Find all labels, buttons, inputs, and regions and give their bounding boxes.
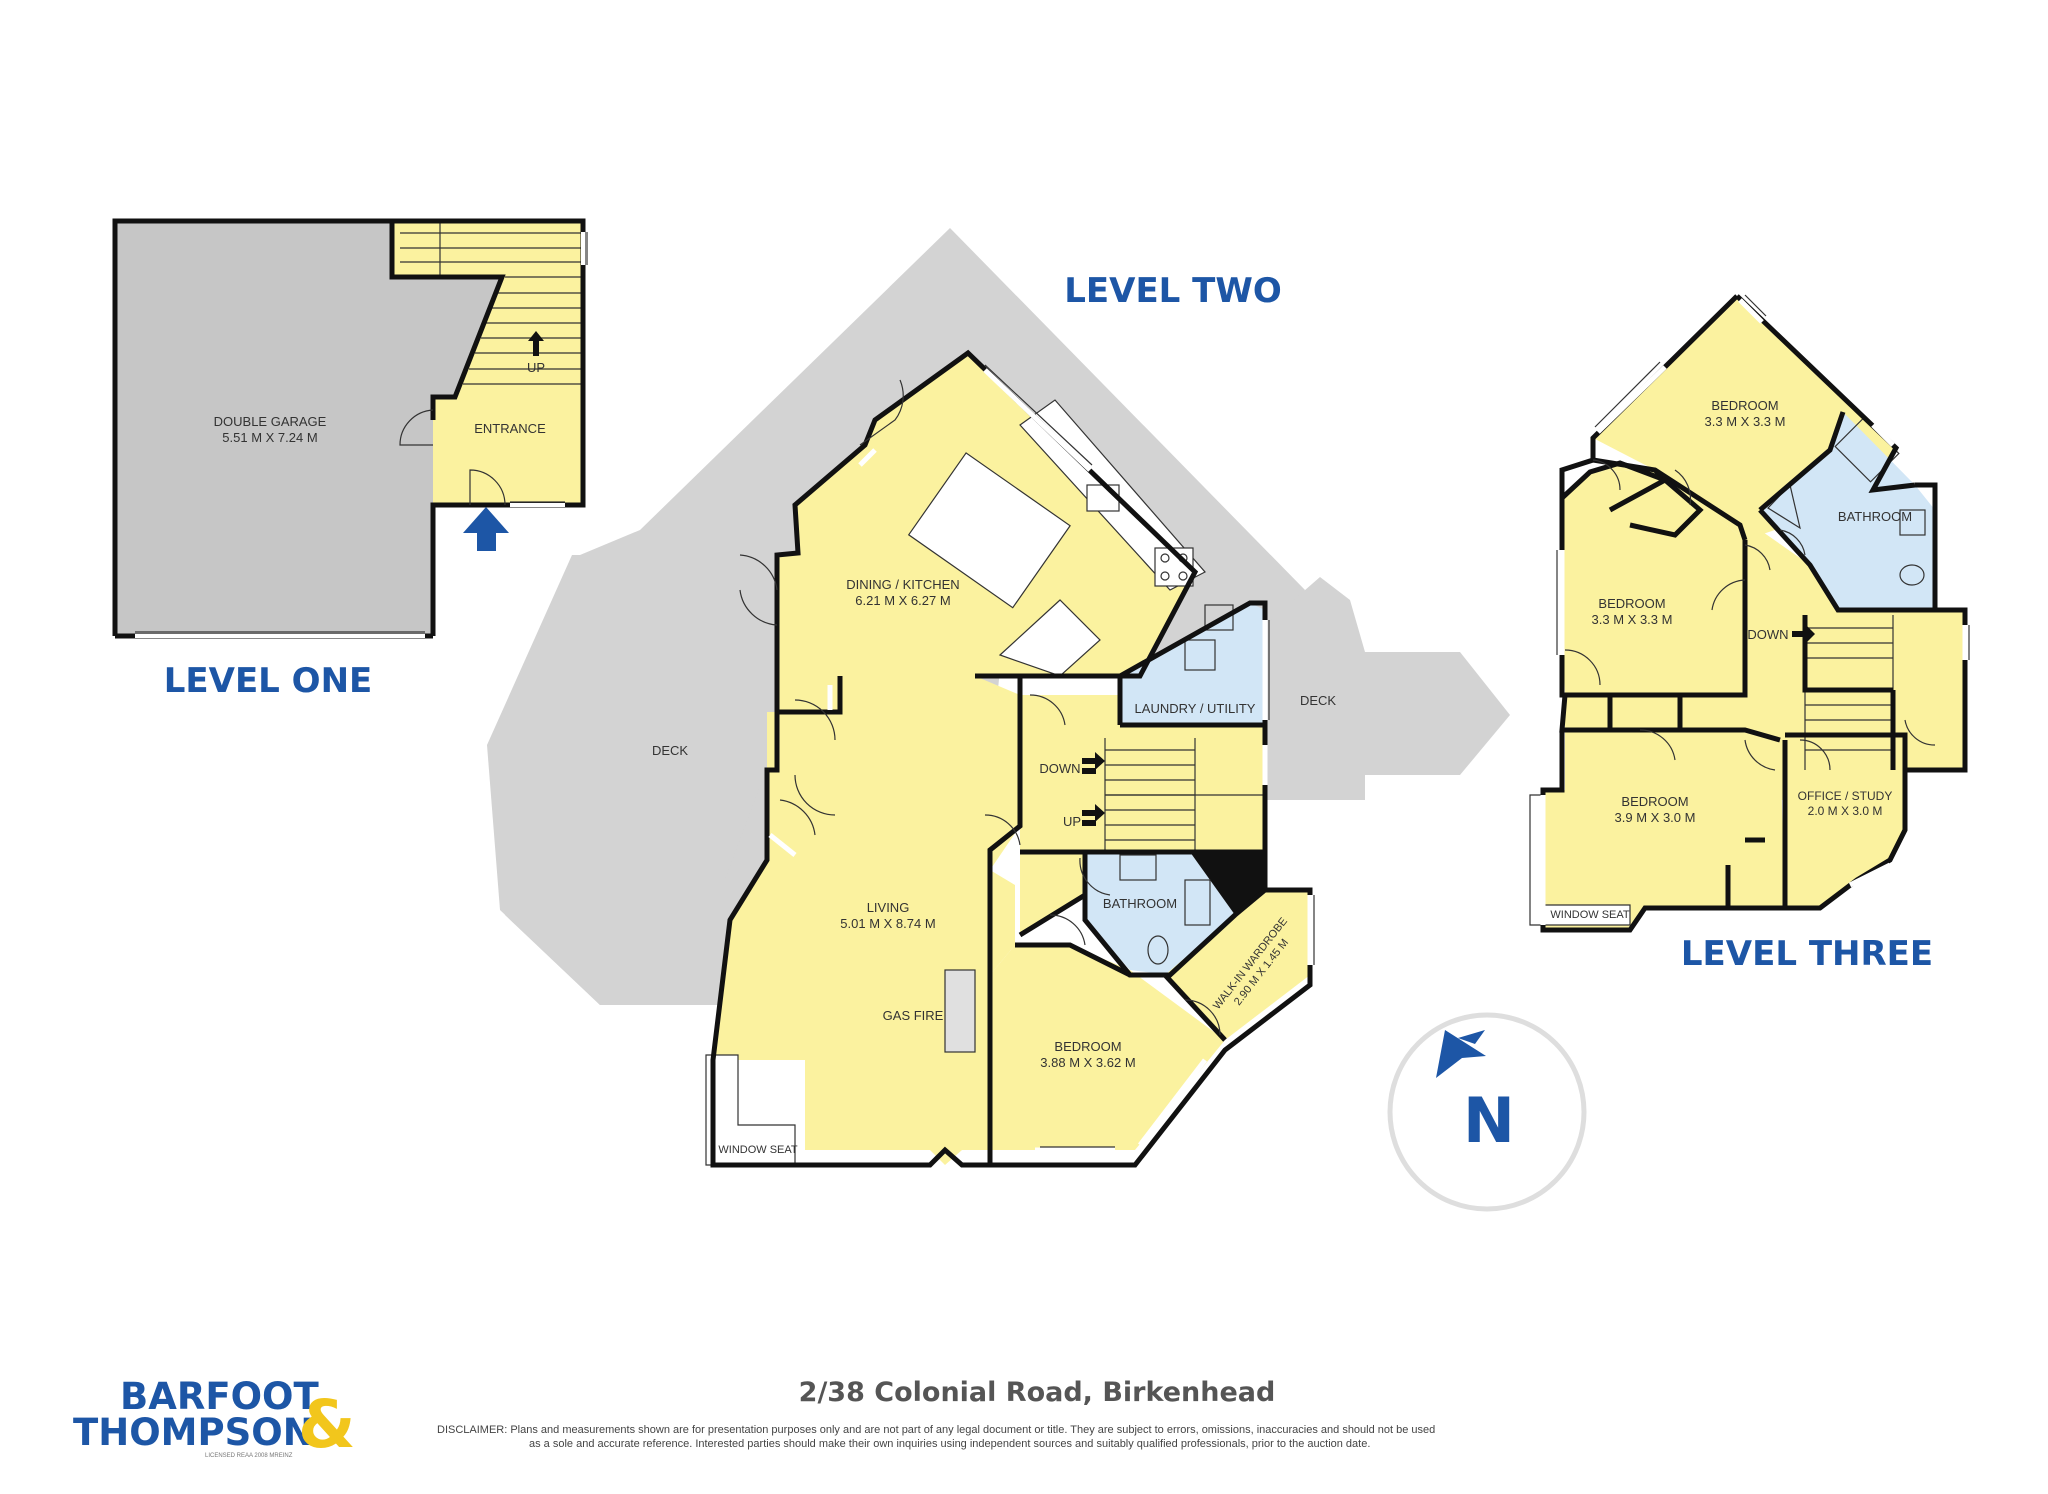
level-three-plan: BEDROOM 3.3 M X 3.3 M BATHROOM BEDROOM 3… xyxy=(1529,294,1970,974)
address: 2/38 Colonial Road, Birkenhead xyxy=(799,1377,1276,1408)
stair-down-arrow-l3-icon xyxy=(1792,624,1815,644)
deck-east-label: DECK xyxy=(1300,693,1336,708)
window-seat-label-l3: WINDOW SEAT xyxy=(1550,909,1630,921)
gas-fire-label: GAS FIRE xyxy=(883,1008,944,1023)
stair-void xyxy=(1190,852,1265,915)
level-two-stairs xyxy=(1104,738,1265,852)
laundry-label: LAUNDRY / UTILITY xyxy=(1135,701,1256,716)
compass: N xyxy=(1387,1012,1587,1212)
stair-down-arrow-icon xyxy=(1082,752,1105,774)
bedroom-2-room xyxy=(1562,470,1745,695)
disclaimer-line-1: DISCLAIMER: Plans and measurements shown… xyxy=(437,1424,1435,1436)
double-garage-room xyxy=(115,221,502,636)
deck-west-label: DECK xyxy=(652,743,688,758)
stair-up-arrow-l2-icon xyxy=(1082,804,1105,826)
double-garage-name: DOUBLE GARAGE xyxy=(214,414,327,429)
compass-letter: N xyxy=(1463,1084,1515,1157)
level-two-plan: DINING / KITCHEN 6.21 M X 6.27 M LIVING … xyxy=(487,228,1510,1168)
dining-kitchen-size: 6.21 M X 6.27 M xyxy=(855,593,950,608)
level-three-title: LEVEL THREE xyxy=(1681,934,1933,974)
brand-line-2: THOMPSON xyxy=(73,1411,314,1454)
deck-east xyxy=(1265,577,1510,800)
office-study-size: 2.0 M X 3.0 M xyxy=(1808,804,1883,818)
office-study-room xyxy=(1785,735,1905,908)
level-one-title: LEVEL ONE xyxy=(164,661,373,701)
bathroom-label-l3: BATHROOM xyxy=(1838,509,1912,524)
gas-fire-hearth xyxy=(944,969,976,1053)
bedroom-3-room xyxy=(1543,730,1785,930)
level-two-title: LEVEL TWO xyxy=(1064,271,1282,311)
living-size: 5.01 M X 8.74 M xyxy=(840,916,935,931)
window-seat-label-l2: WINDOW SEAT xyxy=(718,1144,798,1156)
entrance-room xyxy=(392,221,583,505)
l3-wardrobe-strip xyxy=(1565,695,1745,730)
stair-up-label: UP xyxy=(527,360,545,375)
bedroom-1-size: 3.3 M X 3.3 M xyxy=(1705,414,1786,429)
window-seat-l2 xyxy=(705,1054,796,1166)
walk-in-wardrobe-room xyxy=(1165,890,1310,1040)
living-room xyxy=(713,676,1020,1165)
entrance-name: ENTRANCE xyxy=(474,421,546,436)
bedroom-name-l2: BEDROOM xyxy=(1054,1039,1121,1054)
stair-down-label: DOWN xyxy=(1039,761,1080,776)
brand-licence: LICENSED REAA 2008 MREINZ xyxy=(205,1453,293,1459)
bedroom-room xyxy=(990,945,1225,1150)
deck-west-lower xyxy=(487,555,770,1005)
level-one-stairs xyxy=(400,221,583,385)
office-study-name: OFFICE / STUDY xyxy=(1798,789,1893,803)
bathroom-room xyxy=(1085,852,1235,975)
brand-line-1: BARFOOT xyxy=(120,1375,320,1418)
stair-up-arrow-icon xyxy=(528,331,544,356)
stair-hall xyxy=(1020,695,1265,935)
kitchen-peninsula xyxy=(998,599,1101,677)
bedroom-2-name: BEDROOM xyxy=(1598,596,1665,611)
bedroom-2-size: 3.3 M X 3.3 M xyxy=(1592,612,1673,627)
kitchen-sink xyxy=(1086,484,1120,512)
level-one-plan: UP DOUBLE GARAGE 5.51 M X 7.24 M ENTRANC… xyxy=(112,218,588,701)
footer: BARFOOT THOMPSON & LICENSED REAA 2008 MR… xyxy=(73,1375,1435,1463)
stair-up-label-l2: UP xyxy=(1063,814,1081,829)
bedroom-1-name: BEDROOM xyxy=(1711,398,1778,413)
double-garage-size: 5.51 M X 7.24 M xyxy=(222,430,317,445)
laundry-room xyxy=(1120,603,1265,725)
level-three-hall xyxy=(1590,463,1745,540)
north-arrow-icon xyxy=(1458,1030,1485,1044)
kitchen-island xyxy=(907,452,1071,609)
brand-ampersand: & xyxy=(298,1386,356,1463)
entry-arrow-icon xyxy=(463,507,509,551)
stair-down-label-l3: DOWN xyxy=(1747,627,1788,642)
bathroom-label-l2: BATHROOM xyxy=(1103,896,1177,911)
disclaimer-line-2: as a sole and accurate reference. Intere… xyxy=(529,1438,1370,1450)
bedroom-3-name: BEDROOM xyxy=(1621,794,1688,809)
bedroom-3-size: 3.9 M X 3.0 M xyxy=(1615,810,1696,825)
bedroom-size-l2: 3.88 M X 3.62 M xyxy=(1040,1055,1135,1070)
dining-kitchen-name: DINING / KITCHEN xyxy=(846,577,959,592)
living-name: LIVING xyxy=(867,900,910,915)
